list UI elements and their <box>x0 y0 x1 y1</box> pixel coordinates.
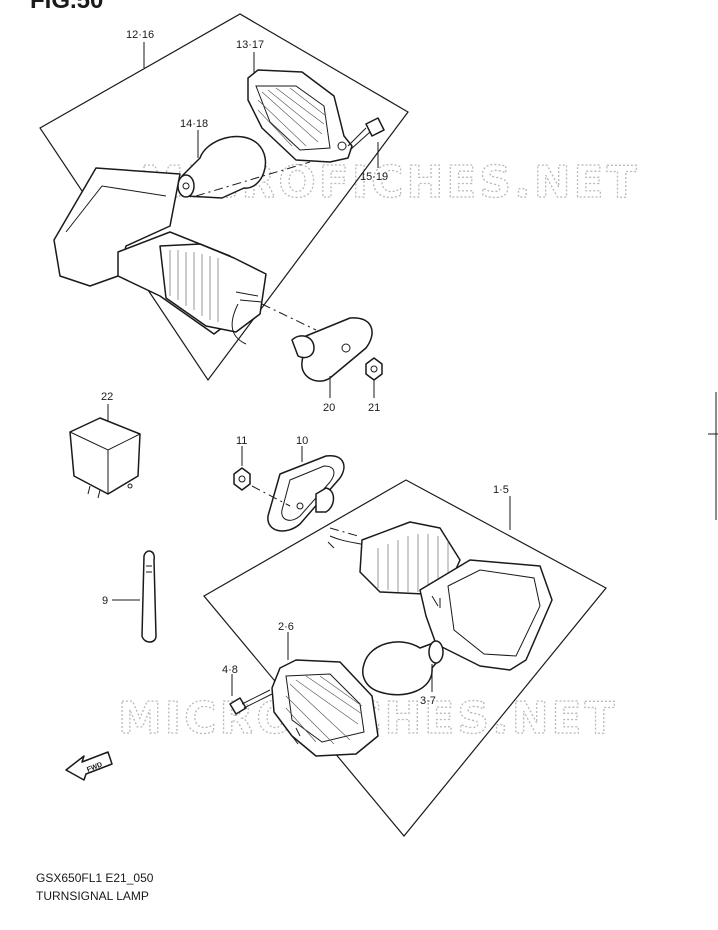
callout-15-19: 15·19 <box>360 171 388 183</box>
callout-12-16: 12·16 <box>126 29 154 41</box>
callout-13-17: 13·17 <box>236 39 264 51</box>
diagram-title: TURNSIGNAL LAMP <box>36 889 149 903</box>
rear-nut-21 <box>365 357 383 381</box>
callout-11: 11 <box>236 435 247 447</box>
middle-center-lines <box>251 485 359 537</box>
cable-band-9 <box>141 550 157 643</box>
model-code: GSX650FL1 E21_050 <box>36 871 154 885</box>
rear-screw-15-19 <box>347 117 385 151</box>
front-gasket-10 <box>267 455 345 532</box>
rear-gasket-20 <box>291 317 373 382</box>
callout-22: 22 <box>101 391 113 403</box>
callout-2-6: 2·6 <box>278 621 294 633</box>
callout-20: 20 <box>323 402 335 414</box>
callout-4-8: 4·8 <box>222 664 238 676</box>
turnsignal-relay-22 <box>69 417 141 499</box>
callout-9: 9 <box>102 595 108 607</box>
figure-header: FIG.50 <box>30 0 103 14</box>
front-screw-4-8 <box>229 689 273 715</box>
upper-assembly-frame <box>39 13 409 382</box>
rear-lens-13-17 <box>247 69 353 163</box>
front-nut-11 <box>233 467 251 491</box>
front-bulb-3-7 <box>362 640 444 696</box>
front-lens-2-6 <box>271 659 379 757</box>
callout-1-5: 1·5 <box>493 484 509 496</box>
front-housing-1-5 <box>327 521 553 671</box>
rear-housing-12-16 <box>53 167 267 345</box>
callout-10: 10 <box>296 435 308 447</box>
upper-center-lines <box>195 161 317 331</box>
rear-bulb-14-18 <box>177 135 267 199</box>
callout-21: 21 <box>368 402 380 414</box>
fwd-arrow-icon: FWD <box>65 751 113 781</box>
callout-3-7: 3·7 <box>420 695 436 707</box>
callout-14-18: 14·18 <box>180 118 208 130</box>
lower-assembly-frame <box>203 479 607 837</box>
